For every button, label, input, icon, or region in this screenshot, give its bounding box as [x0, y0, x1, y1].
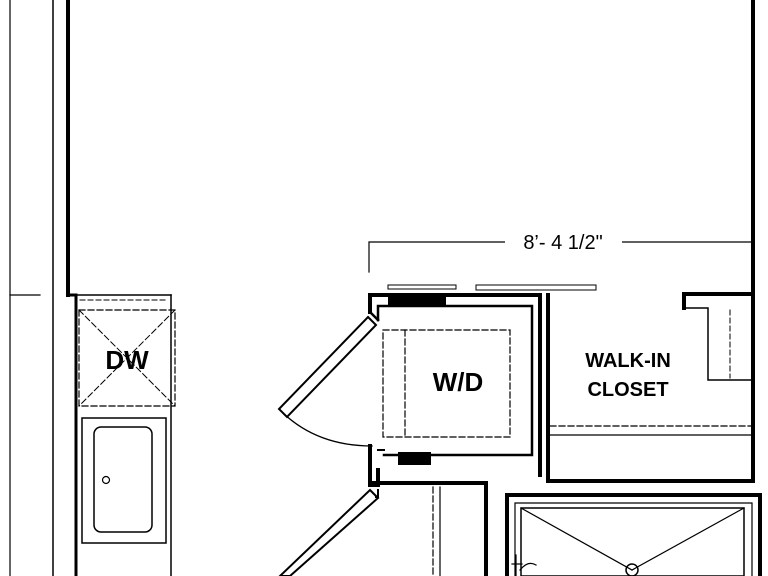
main-room-wall — [66, 0, 755, 297]
shower-valve-icon — [511, 554, 537, 576]
sink — [81, 417, 167, 544]
dishwasher — [78, 309, 176, 407]
dishwasher-label: DW — [105, 345, 149, 375]
washer-dryer — [382, 329, 511, 438]
washer-dryer-label: W/D — [433, 367, 484, 397]
bath-wall — [368, 481, 488, 576]
laundry-closet-wall — [368, 293, 542, 487]
left-exterior-wall — [9, 0, 54, 576]
kitchen-counter — [74, 293, 172, 576]
closet-label-line2: CLOSET — [587, 379, 668, 401]
laundry-door — [277, 315, 378, 447]
dimension-label: 8’- 4 1/2" — [523, 232, 602, 254]
bath-door — [278, 488, 380, 576]
shower — [505, 493, 762, 576]
dimension-line — [368, 241, 754, 273]
closet-label-line1: WALK-IN — [585, 350, 671, 372]
walk-in-closet-wall — [546, 292, 755, 483]
